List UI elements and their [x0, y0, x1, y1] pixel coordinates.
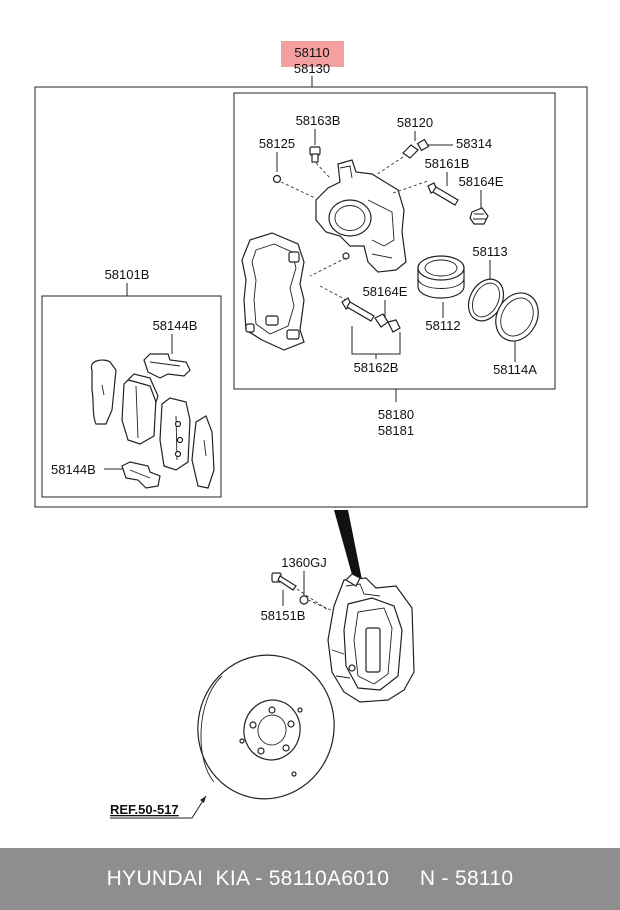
label-58144B-top[interactable]: 58144B	[153, 318, 198, 333]
guide-pin-58161B	[392, 180, 459, 206]
label-58180[interactable]: 58180	[378, 407, 414, 422]
label-58101B[interactable]: 58101B	[105, 267, 150, 282]
brake-pads	[90, 353, 215, 489]
label-58110[interactable]: 58110	[294, 45, 329, 60]
assembly-arrow	[334, 510, 362, 582]
assembly-outer-box	[34, 86, 588, 508]
footer-part-number: HYUNDAI KIA - 58110A6010 N - 58110	[0, 848, 620, 910]
label-58113[interactable]: 58113	[472, 244, 507, 259]
label-58164E-mid[interactable]: 58164E	[363, 284, 408, 299]
label-ref-50-517[interactable]: REF.50-517	[110, 802, 179, 817]
label-58130[interactable]: 58130	[294, 61, 330, 76]
label-58181[interactable]: 58181	[378, 423, 414, 438]
pad-kit-box	[41, 295, 222, 498]
boot-58164E-top	[469, 207, 489, 225]
label-58163B[interactable]: 58163B	[296, 113, 341, 128]
caliper-bracket	[241, 232, 305, 351]
label-58314[interactable]: 58314	[456, 136, 492, 151]
guide-pin-58162B	[341, 297, 401, 333]
label-58161B[interactable]: 58161B	[425, 156, 470, 171]
assembled-caliper	[327, 573, 415, 703]
cap-58125	[272, 174, 282, 184]
dust-boot-58114A	[495, 292, 539, 342]
label-1360GJ[interactable]: 1360GJ	[281, 555, 327, 570]
label-58125[interactable]: 58125	[259, 136, 295, 151]
label-58144B-bottom[interactable]: 58144B	[51, 462, 96, 477]
bleeder-58120	[402, 138, 430, 159]
bolt-58151B	[271, 572, 309, 605]
label-58162B[interactable]: 58162B	[354, 360, 399, 375]
label-58120[interactable]: 58120	[397, 115, 433, 130]
label-58114A[interactable]: 58114A	[493, 362, 537, 377]
label-58151B[interactable]: 58151B	[261, 608, 306, 623]
piston-58112	[417, 255, 465, 299]
parts-diagram: 58110 58130 58163B 58120 58314 58125 581…	[34, 41, 588, 819]
highlight-box	[281, 41, 344, 67]
bolt-58163B	[309, 146, 321, 163]
label-58164E-top[interactable]: 58164E	[459, 174, 504, 189]
label-58112[interactable]: 58112	[425, 318, 460, 333]
caliper-kit-box	[233, 92, 556, 390]
caliper-housing	[315, 159, 407, 273]
brake-disc	[197, 654, 335, 800]
